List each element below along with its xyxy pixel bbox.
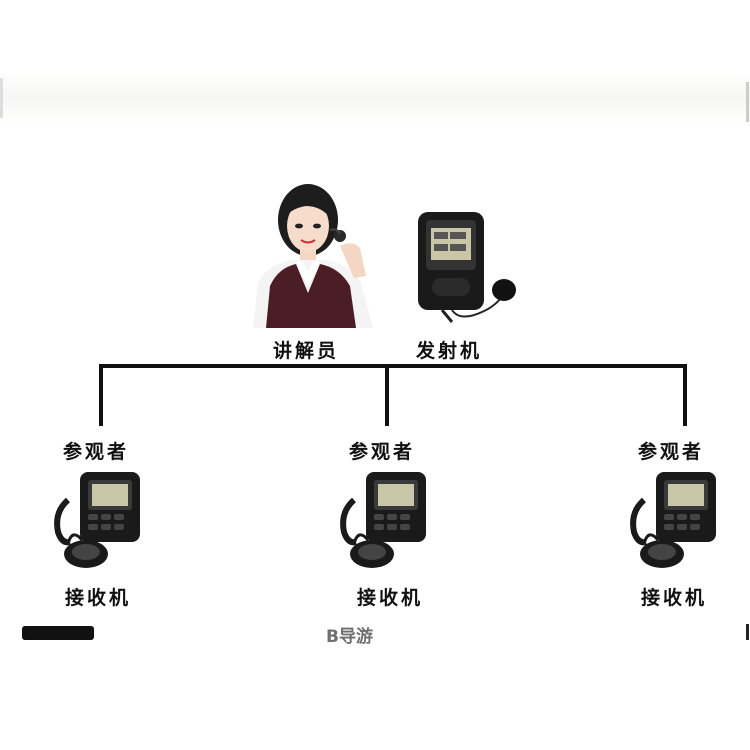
bottom-text-fragment: B导游 [326,627,373,647]
left-edge-mark [0,78,3,118]
right-edge-mark [746,82,749,122]
visitor-label-3: 参观者 [638,441,705,463]
tour-guide-illustration [253,184,373,328]
receiver-device-icon-1 [54,472,140,568]
transmitter-device-icon [418,212,516,323]
right-drop-line [683,364,687,426]
center-drop-line [385,364,389,426]
top-fade-band [0,72,750,124]
transmitter-label: 发射机 [416,340,483,362]
receiver-device-icon-3 [630,472,716,568]
receiver-label-3: 接收机 [641,587,708,609]
visitor-label-1: 参观者 [63,441,130,463]
right-edge-line [746,624,749,640]
receiver-label-2: 接收机 [357,587,424,609]
receiver-device-icon-2 [340,472,426,568]
horizontal-connector-line [99,364,687,368]
bottom-left-dark-fragment [22,626,94,640]
left-drop-line [99,364,103,426]
receiver-label-1: 接收机 [65,587,132,609]
guide-label: 讲解员 [273,340,340,362]
visitor-label-2: 参观者 [349,441,416,463]
